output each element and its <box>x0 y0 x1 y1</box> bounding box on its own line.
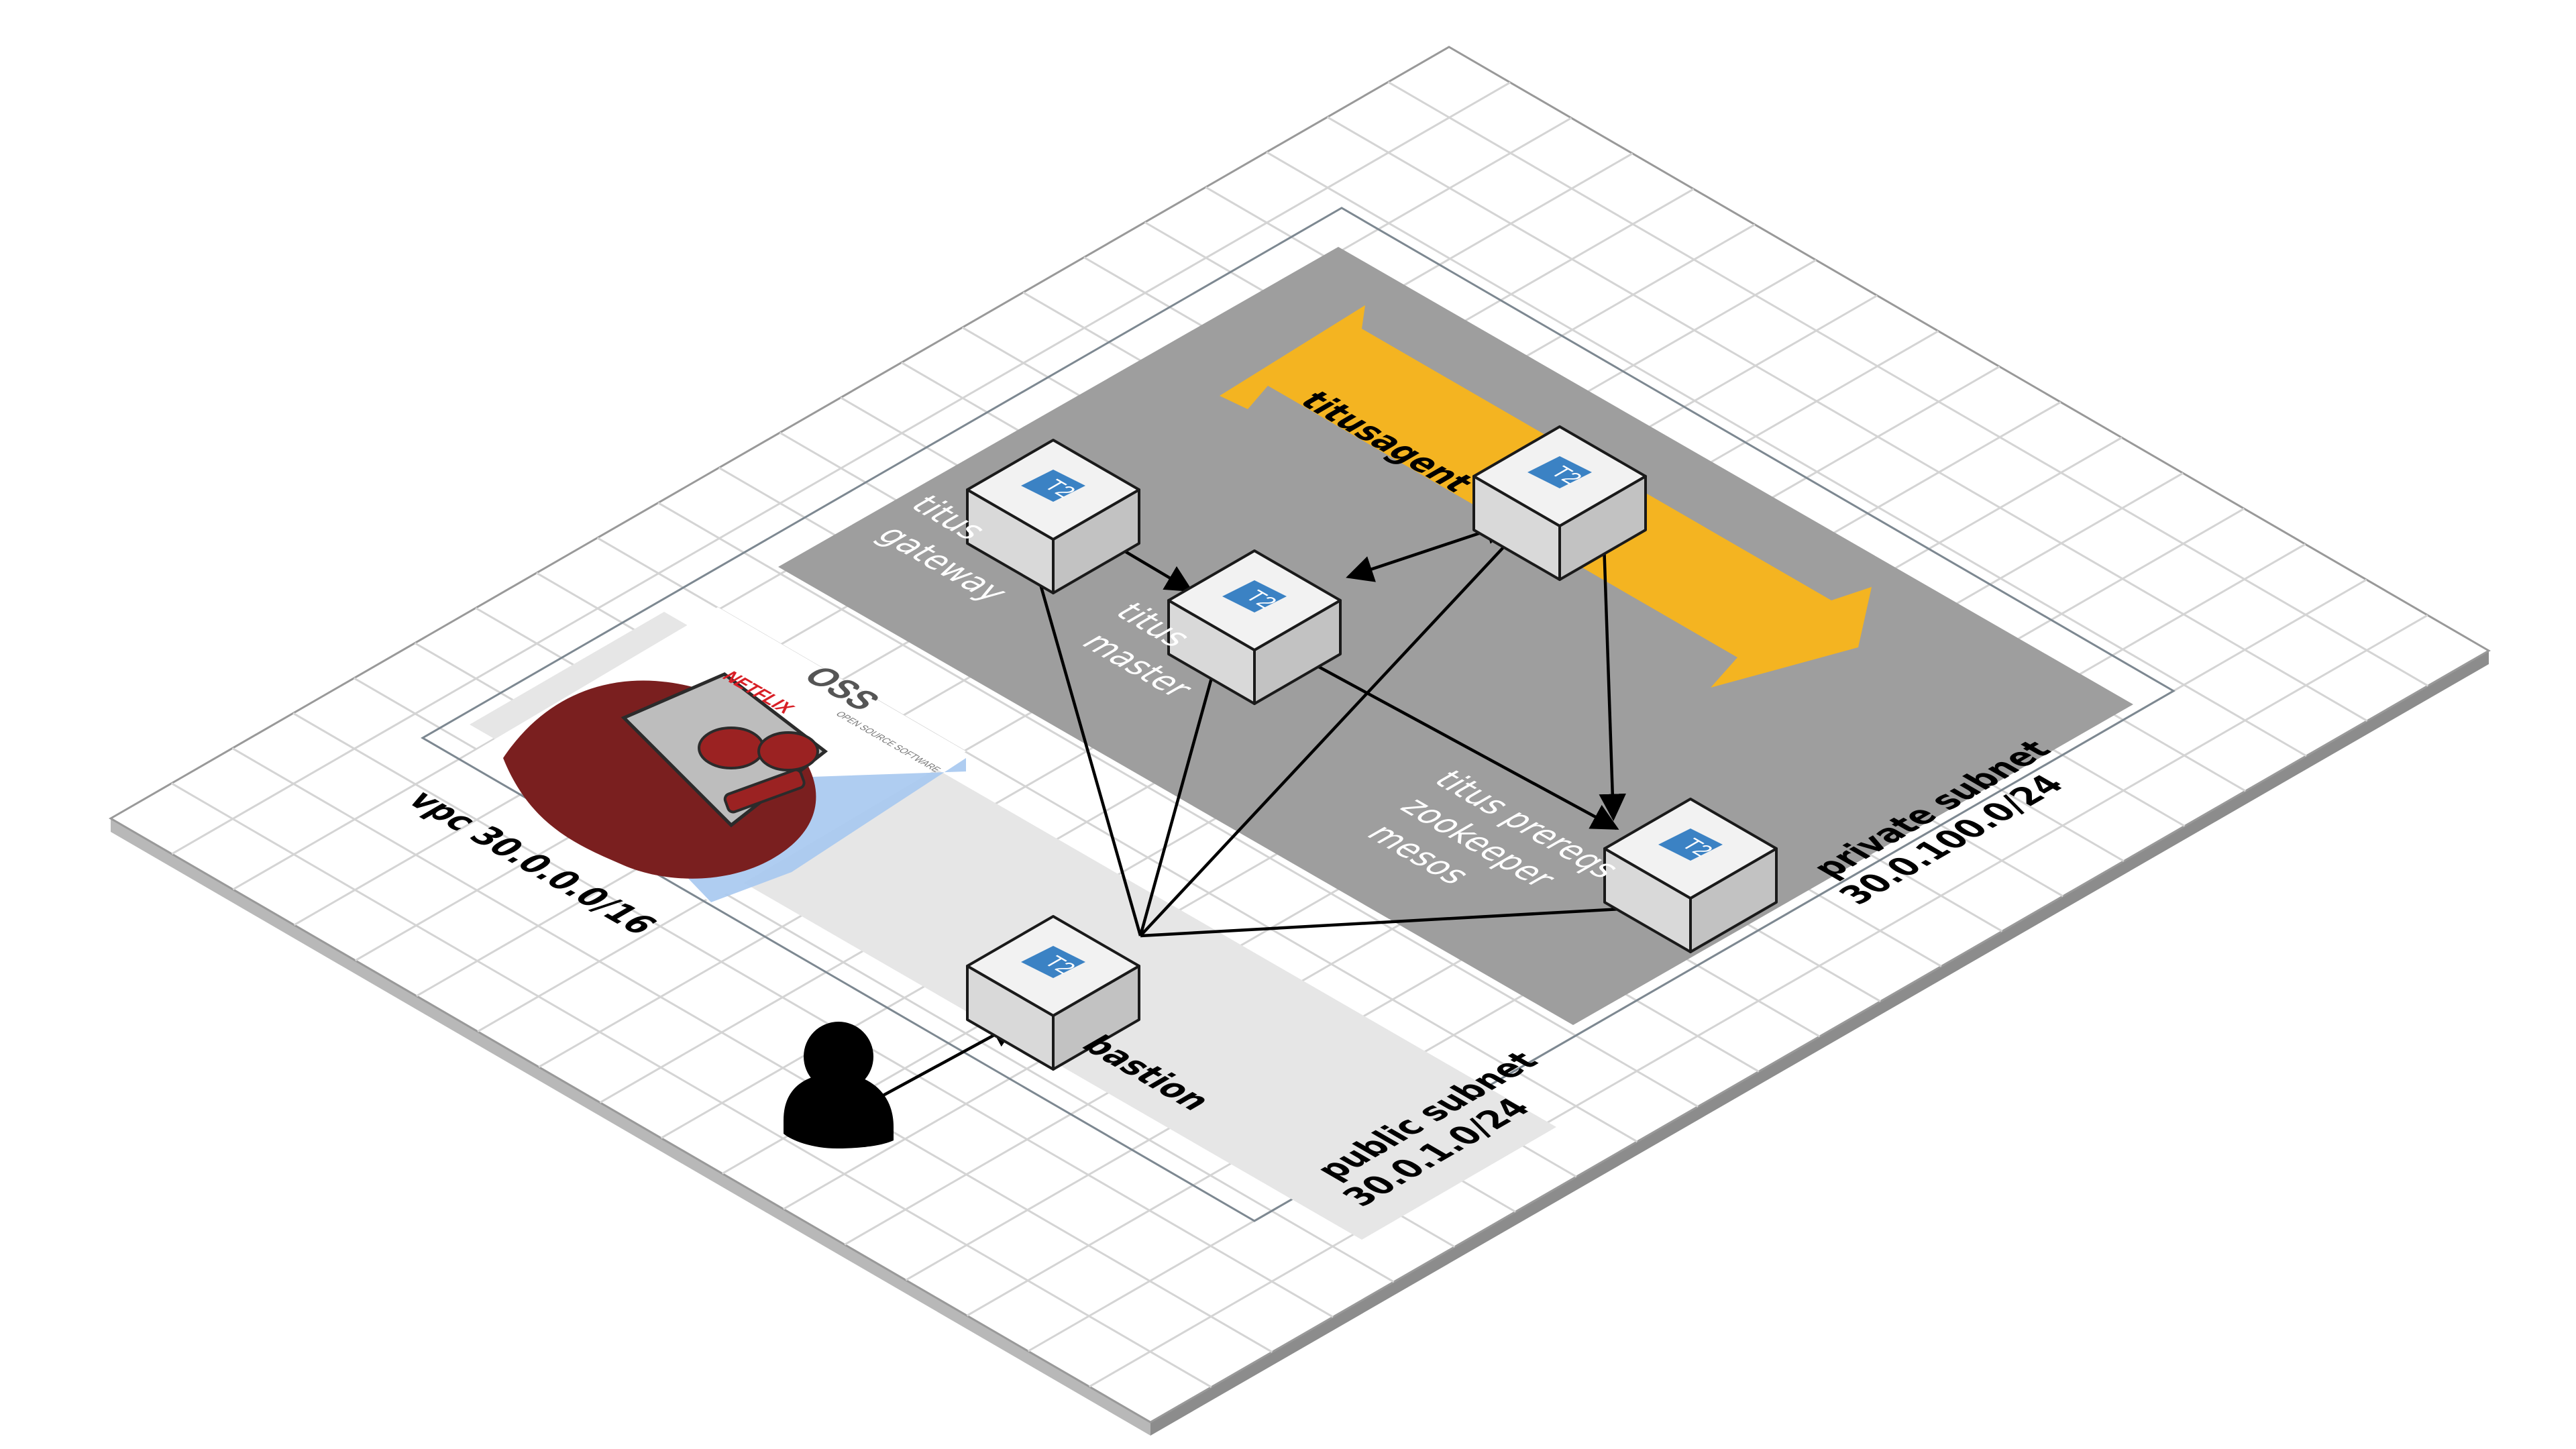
edge-bastion-master <box>1138 641 1228 936</box>
ec2-instance-icon <box>1222 580 1287 612</box>
edge-master-prereqs <box>1300 656 1619 830</box>
ec2-instance-icon <box>1658 828 1723 861</box>
ec2-instance-master: T2 <box>1167 549 1342 705</box>
ec2-instance-gateway: T2 <box>966 439 1140 594</box>
edge-bastion-agent <box>1139 525 1525 937</box>
edge-bastion-gateway <box>1023 544 1142 936</box>
ec2-instance-agent: T2 <box>1472 425 1647 581</box>
private-subnet <box>778 247 2133 1025</box>
ec2-instance-icon <box>1021 946 1085 978</box>
ec2-instance-prereqs: T2 <box>1603 798 1778 953</box>
user-icon <box>784 1022 894 1148</box>
edge-user-bastion <box>861 1022 1019 1108</box>
edge-agent-prereqs <box>1599 523 1626 822</box>
edge-bastion-prereqs <box>1140 893 1684 938</box>
netflix-oss-logo: NETFLIX OSS OPEN SOURCE SOFTWARE <box>463 607 966 902</box>
ec2-instance-icon <box>1021 470 1085 502</box>
vpc-boundary <box>421 207 2176 1222</box>
connections <box>861 518 1684 1108</box>
platform-side-left <box>111 818 1150 1436</box>
ec2-instance-bastion: T2 <box>966 915 1140 1071</box>
ec2-instance-icon <box>1527 456 1592 488</box>
platform-side-right <box>1150 651 2489 1436</box>
